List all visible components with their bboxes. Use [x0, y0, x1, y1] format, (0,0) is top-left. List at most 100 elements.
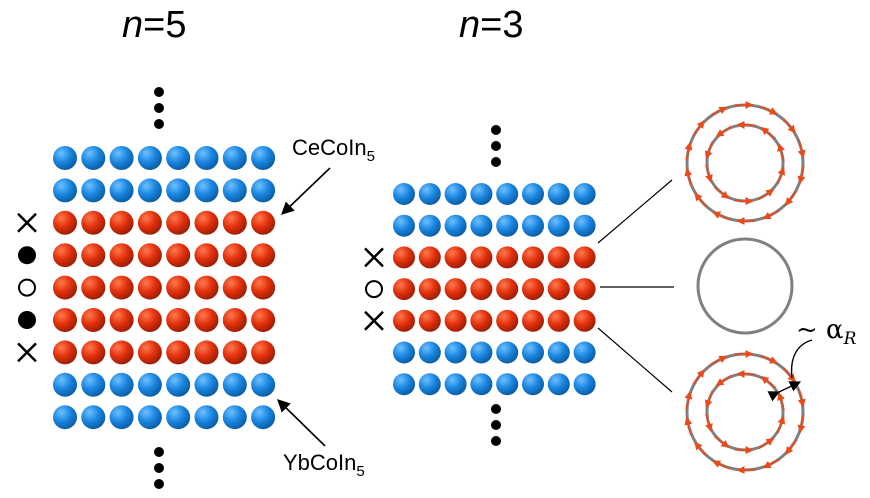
spin-arrow — [736, 369, 756, 378]
spin-arrow — [710, 106, 728, 117]
ybco-atom — [109, 405, 134, 430]
ceco-atom — [573, 246, 596, 269]
ybco-atom — [470, 183, 493, 205]
ceco-atom — [444, 309, 467, 332]
ybco-atom — [522, 214, 544, 237]
spin-arrow — [797, 139, 806, 159]
spin-arrow — [736, 120, 756, 129]
ceco-atom — [251, 210, 276, 235]
ceco-atom — [166, 275, 191, 300]
ceco-atom — [470, 278, 493, 301]
spin-arrow — [694, 441, 707, 457]
ceco-atom — [547, 278, 570, 301]
ceco-atom — [109, 340, 134, 365]
ybco-atom — [393, 214, 415, 237]
spin-arrow — [734, 446, 754, 455]
ybco-atom — [547, 341, 570, 364]
ellipsis-dots — [154, 87, 501, 489]
ceco-atom — [53, 243, 77, 268]
spin-arrow — [713, 435, 730, 449]
filled-circle-marker — [18, 246, 36, 265]
spin-arrow — [684, 167, 693, 187]
ybco-atom — [573, 373, 596, 396]
alpha-r-leader — [790, 339, 813, 379]
ellipsis-dot — [154, 87, 164, 97]
ellipsis-dot — [491, 141, 501, 151]
ceco-atom — [109, 275, 134, 300]
ybco-atom — [393, 183, 415, 205]
spin-arrow — [692, 120, 705, 136]
spin-arrow — [783, 118, 796, 134]
ybco-atom — [418, 214, 441, 237]
ybco-atom — [222, 405, 247, 430]
ybcoin5-pointer-arrow — [277, 399, 326, 447]
spin-arrow — [715, 125, 732, 138]
ceco-atom — [81, 243, 106, 268]
ybco-atom — [393, 373, 415, 396]
ceco-atom — [470, 309, 493, 332]
ybco-atom — [137, 178, 162, 203]
ybco-atom — [418, 373, 441, 396]
spin-arrow — [760, 105, 778, 115]
ceco-atom — [81, 308, 106, 332]
spin-arrow — [734, 197, 754, 206]
ellipsis-dot — [491, 157, 501, 167]
ybco-atom — [53, 178, 77, 203]
ceco-atom — [573, 309, 596, 332]
open-circle-marker — [365, 280, 383, 299]
spin-arrow — [760, 126, 777, 140]
ceco-atom — [81, 210, 106, 235]
spin-arrow — [710, 355, 728, 366]
ybco-atom — [251, 372, 276, 397]
ybco-atom — [470, 373, 493, 396]
markers-n3 — [364, 247, 384, 331]
ybco-atom — [251, 146, 276, 170]
ybco-atom — [109, 178, 134, 203]
ceco-atom — [137, 275, 162, 300]
ceco-atom — [251, 275, 276, 300]
ceco-atom — [251, 340, 276, 365]
ceco-atom — [222, 243, 247, 268]
ceco-atom — [418, 278, 441, 301]
ceco-atom — [137, 308, 162, 332]
ceco-atom — [573, 278, 596, 301]
ceco-atom — [496, 309, 519, 332]
ybco-atom — [444, 214, 467, 237]
ceco-atom — [251, 308, 276, 332]
cross-marker — [364, 247, 384, 268]
ceco-atom — [393, 309, 415, 332]
ceco-atom — [444, 246, 467, 269]
spin-arrow — [684, 390, 693, 410]
ybco-atom — [137, 372, 162, 397]
spin-arrow — [692, 369, 705, 385]
spin-arrow — [760, 375, 777, 389]
ybco-atom — [444, 341, 467, 364]
ybco-atom — [393, 341, 415, 364]
ceco-atom — [194, 340, 219, 365]
cross-marker — [17, 212, 37, 233]
ceco-atom — [166, 308, 191, 332]
ceco-atom — [109, 210, 134, 235]
ybco-atom — [573, 183, 596, 205]
spin-arrow — [762, 458, 780, 469]
ybco-atom — [81, 372, 106, 397]
ceco-atom — [418, 246, 441, 269]
spin-arrow — [705, 164, 713, 183]
ybco-atom — [53, 372, 77, 397]
ceco-atom — [418, 309, 441, 332]
ybco-atom — [53, 405, 77, 430]
ceco-atom — [53, 340, 77, 365]
spin-arrow — [684, 141, 693, 161]
cecoin5-pointer-arrow — [281, 167, 331, 215]
ceco-atom — [522, 246, 544, 269]
label-alpha-r: ~ αR — [796, 315, 857, 349]
spin-arrow — [776, 415, 786, 434]
ellipsis-dot — [491, 436, 501, 446]
spin-arrow — [797, 414, 806, 434]
ceco-atom — [137, 340, 162, 365]
spin-arrow — [704, 390, 714, 409]
ceco-atom — [81, 275, 106, 300]
ellipsis-dot — [154, 447, 164, 457]
filled-circle-marker — [18, 311, 36, 329]
